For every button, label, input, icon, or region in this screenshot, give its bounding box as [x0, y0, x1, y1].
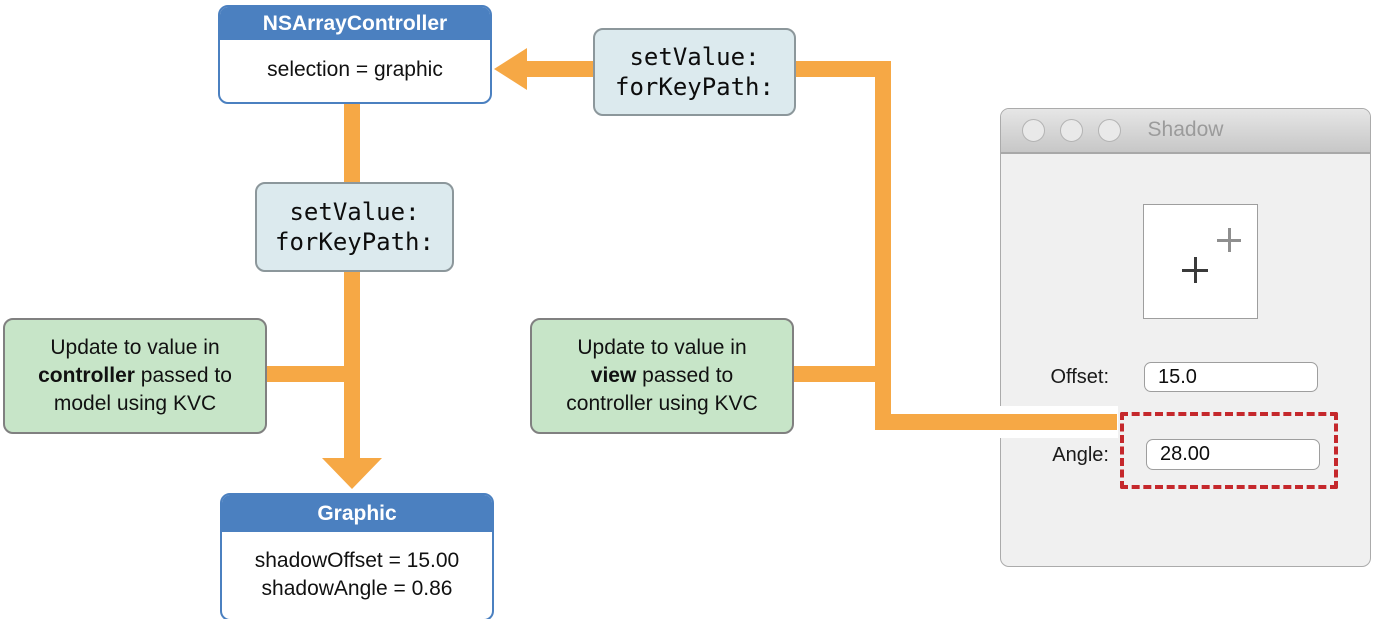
- model-box-line2: shadowAngle = 0.86: [261, 576, 453, 600]
- arrow-controller-to-model-vertical: [344, 100, 360, 460]
- kvc-call-top-line1: setValue:: [629, 43, 760, 71]
- arrow-note-controller-stub: [263, 366, 344, 382]
- window-title: Shadow: [1147, 118, 1224, 141]
- note-view-bold: view: [590, 364, 637, 387]
- kvc-call-top-line2: forKeyPath:: [615, 73, 774, 101]
- model-box-line1: shadowOffset = 15.00: [254, 548, 460, 572]
- angle-label: Angle:: [1052, 444, 1109, 466]
- note-controller-line2-rest: passed to: [134, 364, 232, 387]
- offset-input[interactable]: [1144, 362, 1318, 392]
- angle-input[interactable]: [1146, 439, 1320, 470]
- arrow-view-to-controller-vertical: [875, 61, 891, 430]
- offset-label: Offset:: [1050, 366, 1109, 388]
- window-title-bar[interactable]: Shadow: [1001, 109, 1370, 154]
- model-box-body: shadowOffset = 15.00 shadowAngle = 0.86: [222, 532, 492, 617]
- controller-box: NSArrayController selection = graphic: [218, 5, 492, 104]
- graphic-plus-icon: [1182, 257, 1208, 283]
- note-controller-box: Update to value in controller passed to …: [3, 318, 267, 434]
- shadow-plus-icon: [1217, 228, 1241, 252]
- minimize-button[interactable]: [1060, 119, 1083, 142]
- note-view-line2: view passed to: [591, 362, 733, 390]
- model-box: Graphic shadowOffset = 15.00 shadowAngle…: [220, 493, 494, 619]
- zoom-button[interactable]: [1098, 119, 1121, 142]
- shadow-preview-canvas: [1143, 204, 1258, 319]
- note-view-box: Update to value in view passed to contro…: [530, 318, 794, 434]
- arrowhead-into-model: [322, 458, 382, 489]
- kvc-call-middle-line1: setValue:: [289, 198, 420, 226]
- note-controller-line2: controller passed to: [38, 362, 232, 390]
- note-view-line1: Update to value in: [577, 336, 747, 359]
- arrowhead-into-controller: [494, 48, 527, 90]
- arrow-view-to-controller-horizontal: [875, 414, 1117, 430]
- model-box-title: Graphic: [222, 495, 492, 532]
- inspector-window: Shadow Offset: Angle:: [1000, 108, 1371, 567]
- controller-box-title: NSArrayController: [220, 7, 490, 40]
- kvc-call-box-middle: setValue: forKeyPath:: [255, 182, 454, 272]
- close-button[interactable]: [1022, 119, 1045, 142]
- note-controller-bold: controller: [38, 364, 135, 387]
- note-view-line2-rest: passed to: [636, 364, 734, 387]
- note-controller-line3: model using KVC: [53, 392, 217, 415]
- note-view-line3: controller using KVC: [566, 392, 758, 415]
- kvc-call-middle-line2: forKeyPath:: [275, 228, 434, 256]
- note-controller-line1: Update to value in: [50, 336, 220, 359]
- angle-highlight-box: [1120, 412, 1338, 489]
- arrow-note-view-stub: [790, 366, 875, 382]
- kvc-call-box-top: setValue: forKeyPath:: [593, 28, 796, 116]
- controller-box-body: selection = graphic: [267, 58, 443, 81]
